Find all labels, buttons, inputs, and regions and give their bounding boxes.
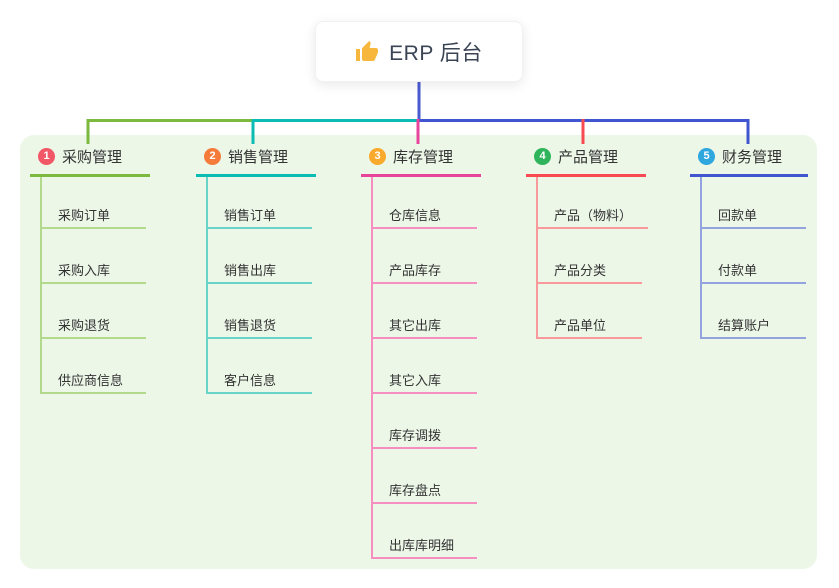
child-node[interactable]: 客户信息 [206, 366, 312, 394]
branch-number-badge: 2 [204, 148, 221, 165]
mindmap-panel [20, 135, 817, 569]
root-node[interactable]: ERP 后台 [315, 21, 523, 82]
branch-child-connector [206, 177, 208, 394]
branch-node-2[interactable]: 2 销售管理 [196, 146, 316, 177]
child-node[interactable]: 采购退货 [40, 311, 146, 339]
child-node[interactable]: 采购入库 [40, 256, 146, 284]
branch-node-label: 库存管理 [393, 149, 454, 166]
child-node[interactable]: 产品分类 [536, 256, 642, 284]
branch-node-3[interactable]: 3 库存管理 [361, 146, 481, 177]
thumbs-up-icon [355, 40, 379, 64]
child-node[interactable]: 产品（物料） [536, 201, 649, 229]
child-node[interactable]: 库存盘点 [371, 476, 477, 504]
child-node[interactable]: 销售退货 [206, 311, 312, 339]
child-node[interactable]: 其它入库 [371, 366, 477, 394]
branch-number-badge: 3 [369, 148, 386, 165]
branch-child-connector [40, 177, 42, 394]
child-node[interactable]: 其它出库 [371, 311, 477, 339]
root-node-label: ERP 后台 [389, 41, 483, 65]
child-node[interactable]: 销售订单 [206, 201, 312, 229]
child-node[interactable]: 仓库信息 [371, 201, 477, 229]
branch-number-badge: 1 [38, 148, 55, 165]
child-node[interactable]: 产品库存 [371, 256, 477, 284]
branch-child-connector [371, 177, 373, 559]
child-node[interactable]: 出库库明细 [371, 531, 477, 559]
branch-node-label: 销售管理 [228, 149, 289, 166]
child-node[interactable]: 库存调拨 [371, 421, 477, 449]
child-node[interactable]: 产品单位 [536, 311, 642, 339]
branch-node-4[interactable]: 4 产品管理 [526, 146, 646, 177]
child-node[interactable]: 供应商信息 [40, 366, 146, 394]
branch-number-badge: 4 [534, 148, 551, 165]
branch-node-label: 采购管理 [62, 149, 123, 166]
branch-child-connector [700, 177, 702, 339]
branch-node-label: 产品管理 [558, 149, 619, 166]
child-node[interactable]: 采购订单 [40, 201, 146, 229]
child-node[interactable]: 销售出库 [206, 256, 312, 284]
child-node[interactable]: 回款单 [700, 201, 806, 229]
child-node[interactable]: 结算账户 [700, 311, 806, 339]
branch-node-label: 财务管理 [722, 149, 783, 166]
branch-child-connector [536, 177, 538, 339]
branch-node-1[interactable]: 1 采购管理 [30, 146, 150, 177]
branch-number-badge: 5 [698, 148, 715, 165]
branch-node-5[interactable]: 5 财务管理 [690, 146, 808, 177]
child-node[interactable]: 付款单 [700, 256, 806, 284]
